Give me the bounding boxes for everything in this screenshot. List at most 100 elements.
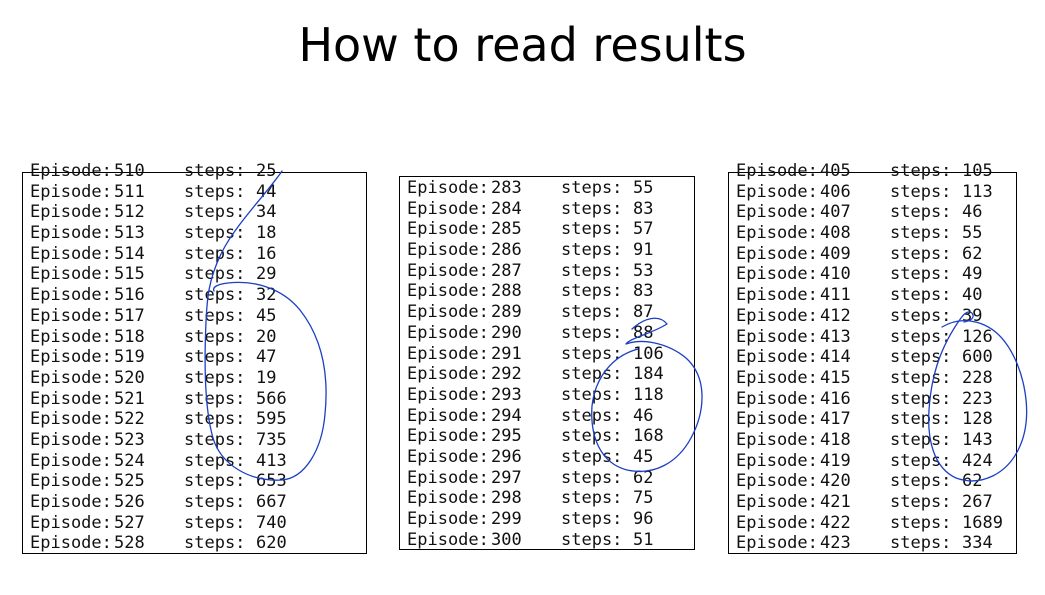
episode-number: 527 [114,512,145,533]
episode-label: Episode: [736,471,818,492]
steps-value: 128 [962,409,993,430]
episode-number: 420 [820,471,851,492]
steps-label: steps: [561,529,623,550]
episode-number: 408 [820,223,851,244]
steps-label: steps: [561,281,623,302]
steps-label: steps: [184,388,246,409]
steps-value: 595 [256,409,287,430]
episode-number: 291 [491,343,522,364]
episode-number: 421 [820,492,851,512]
episode-label: Episode: [736,202,818,223]
episode-label: Episode: [736,367,818,388]
steps-value: 653 [256,471,287,492]
steps-value: 20 [256,326,277,347]
episode-number: 524 [114,450,145,471]
steps-value: 740 [256,512,287,533]
episode-label: Episode: [30,450,112,471]
episode-label: Episode: [736,305,818,326]
episode-number: 285 [491,219,522,240]
steps-value: 55 [633,178,654,198]
steps-label: steps: [890,305,952,326]
episode-number: 290 [491,322,522,343]
episode-label: Episode: [736,161,818,181]
steps-label: steps: [184,450,246,471]
steps-value: 620 [256,533,287,554]
episode-number: 522 [114,409,145,430]
steps-label: steps: [184,429,246,450]
steps-label: steps: [184,181,246,202]
episode-number: 419 [820,450,851,471]
steps-value: 18 [256,223,277,244]
episode-number: 512 [114,202,145,223]
episode-label: Episode: [30,285,112,306]
episode-number: 422 [820,512,851,533]
steps-value: 55 [962,223,983,244]
steps-value: 40 [962,285,983,306]
steps-label: steps: [890,367,952,388]
steps-value: 667 [256,492,287,512]
episode-label: Episode: [30,161,112,181]
episode-number: 295 [491,426,522,447]
steps-value: 39 [962,305,983,326]
steps-label: steps: [184,326,246,347]
episode-number: 409 [820,243,851,264]
episode-number: 413 [820,326,851,347]
steps-label: steps: [184,202,246,223]
episode-label: Episode: [30,326,112,347]
steps-label: steps: [890,429,952,450]
steps-value: 91 [633,240,654,261]
steps-label: steps: [561,405,623,426]
steps-value: 184 [633,364,664,385]
steps-label: steps: [890,223,952,244]
steps-label: steps: [561,322,623,343]
steps-value: 223 [962,388,993,409]
steps-label: steps: [890,243,952,264]
steps-value: 19 [256,367,277,388]
steps-label: steps: [890,181,952,202]
steps-label: steps: [561,198,623,219]
episode-label: Episode: [407,384,489,405]
episode-label: Episode: [407,198,489,219]
episode-label: Episode: [736,388,818,409]
episode-number: 289 [491,302,522,323]
episode-label: Episode: [30,264,112,285]
episode-number: 526 [114,492,145,512]
episode-number: 293 [491,384,522,405]
episode-label: Episode: [407,343,489,364]
steps-label: steps: [184,367,246,388]
episode-number: 283 [491,178,522,198]
steps-label: steps: [890,533,952,554]
episode-label: Episode: [30,347,112,368]
episode-label: Episode: [30,533,112,554]
episode-number: 298 [491,488,522,509]
episode-number: 297 [491,467,522,488]
episode-number: 284 [491,198,522,219]
steps-label: steps: [890,409,952,430]
episode-number: 513 [114,223,145,244]
steps-value: 47 [256,347,277,368]
steps-value: 600 [962,347,993,368]
steps-value: 168 [633,426,664,447]
episode-label: Episode: [407,529,489,550]
